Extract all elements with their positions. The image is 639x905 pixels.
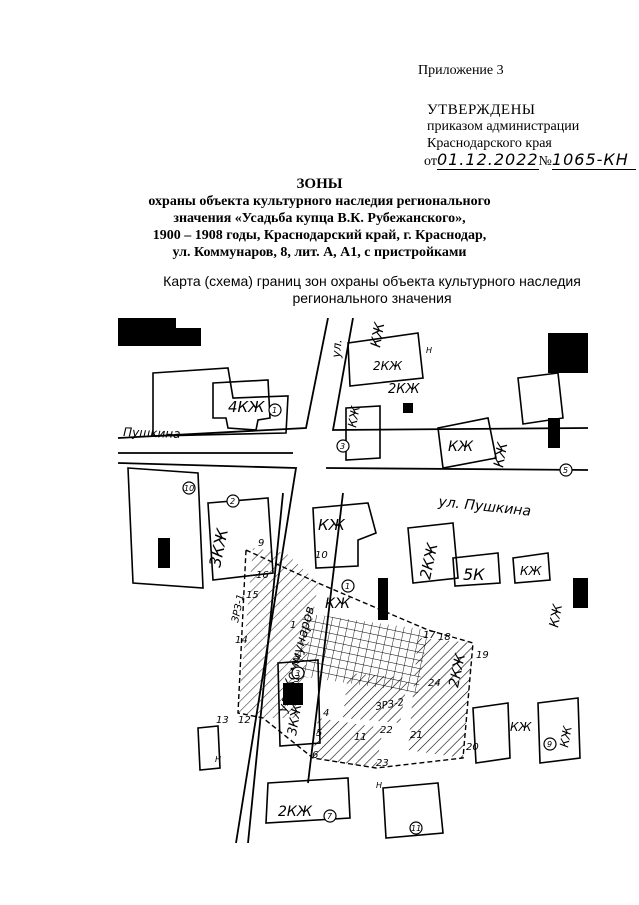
boundary-point-numbers: 10 16 15 14 13 12 9 17 18 19 20 21 22 23…: [216, 538, 489, 769]
date-prefix: от: [424, 154, 437, 169]
building-label: КЖ: [491, 440, 511, 468]
street-label-pushkina-upper: Пушкина: [123, 425, 181, 441]
building-label: Н: [215, 755, 221, 764]
building-label: 5К: [463, 565, 485, 584]
house-number: 5: [563, 466, 568, 475]
building-label: Н: [426, 346, 432, 355]
point-number: 20: [466, 742, 479, 753]
approved-title: УТВЕРЖДЕНЫ: [427, 102, 536, 118]
point-number: 17: [423, 630, 436, 641]
building-label: КЖ: [318, 516, 346, 534]
point-number: 21: [410, 730, 423, 741]
point-number: 19: [476, 650, 489, 661]
building-label: КЖ: [520, 564, 543, 578]
building-label: КЖ: [325, 596, 351, 612]
building-label: 2КЖ: [278, 804, 313, 820]
point-number: 16: [256, 570, 269, 581]
point-number: 22: [380, 725, 393, 736]
house-number: 2: [230, 497, 235, 506]
approved-org-line: Краснодарского края: [427, 136, 552, 151]
point-number: 23: [376, 758, 389, 769]
building-label: КЖ: [368, 320, 388, 348]
building-label: 4КЖ: [228, 398, 265, 416]
zone-label-zrz-2: ЗРЗ-2: [375, 697, 405, 713]
point-number: 2: [294, 655, 300, 666]
approval-date-line: от01.12.2022№1065-КН: [424, 150, 636, 170]
point-number: 12: [238, 715, 251, 726]
point-number: 4: [323, 708, 329, 719]
building-label: 3КЖ: [285, 702, 305, 737]
dark-building: [118, 318, 176, 346]
zone-scheme-map: Пушкина ул. Пушкина ул. Коммунаров ул. 4…: [118, 318, 588, 843]
point-number: 9: [258, 538, 264, 549]
building-label: КЖ: [345, 404, 363, 429]
house-number: 3: [295, 669, 300, 678]
building-label: 2КЖ: [388, 382, 421, 397]
house-number-labels: 1 3 2 5 1 7 11 9 10 3: [184, 406, 568, 833]
building-label: 2КЖ: [446, 651, 469, 688]
appendix-label: Приложение 3: [418, 63, 504, 78]
heading-title: ЗОНЫ: [296, 176, 343, 192]
number-sign: №: [538, 154, 552, 169]
heading-line-5: ул. Коммунаров, 8, лит. А, А1, с пристро…: [172, 245, 467, 260]
point-number: 13: [216, 715, 229, 726]
point-number: 1: [290, 620, 296, 631]
point-number: 15: [246, 590, 259, 601]
house-number: 3: [340, 442, 345, 451]
house-number: 7: [327, 812, 333, 821]
street-label-top: ул.: [329, 339, 345, 360]
map-caption: Карта (схема) границ зон охраны объекта …: [0, 273, 639, 307]
house-numbers: [182, 403, 573, 835]
building-label: КЖ: [510, 720, 533, 734]
building-label: КЖ: [547, 602, 566, 628]
building-outlines: [127, 332, 581, 839]
point-number: 5: [316, 728, 322, 739]
house-number: 1: [345, 582, 350, 591]
dark-building: [176, 328, 201, 346]
point-number: 24: [428, 678, 441, 689]
point-number: 3: [294, 674, 300, 685]
point-number: 11: [354, 732, 367, 743]
house-number: 11: [411, 824, 421, 833]
point-number: 14: [235, 635, 248, 646]
order-number: 1065-КН: [551, 150, 636, 170]
map-caption-line-2: регионального значения: [292, 290, 452, 306]
house-number: 10: [184, 484, 194, 493]
date-value: 01.12.2022: [436, 150, 539, 170]
protection-zone-boundary: [237, 548, 474, 769]
heading-line-2: охраны объекта культурного наследия реги…: [148, 194, 491, 209]
house-number: 1: [272, 406, 277, 415]
document-heading: ЗОНЫ охраны объекта культурного наследия…: [0, 176, 639, 261]
heading-line-4: 1900 – 1908 годы, Краснодарский край, г.…: [152, 228, 487, 243]
house-number: 9: [547, 740, 552, 749]
building-label: КЖ: [448, 439, 474, 455]
building-labels: 4КЖ 2КЖ КЖ КЖ КЖ КЖ 3КЖ КЖ КЖ 2КЖ 5К КЖ …: [205, 320, 575, 820]
point-number: 18: [438, 632, 451, 643]
point-number: 6: [312, 750, 318, 761]
building-label: Н: [376, 781, 382, 790]
building-label: 2КЖ: [373, 359, 403, 373]
building-label: КЖ: [557, 724, 575, 749]
point-number: 10: [315, 550, 328, 561]
approved-by-line: приказом администрации: [427, 119, 580, 134]
map-caption-line-1: Карта (схема) границ зон охраны объекта …: [163, 273, 581, 289]
heading-line-3: значения «Усадьба купца В.К. Рубежанског…: [173, 211, 466, 226]
